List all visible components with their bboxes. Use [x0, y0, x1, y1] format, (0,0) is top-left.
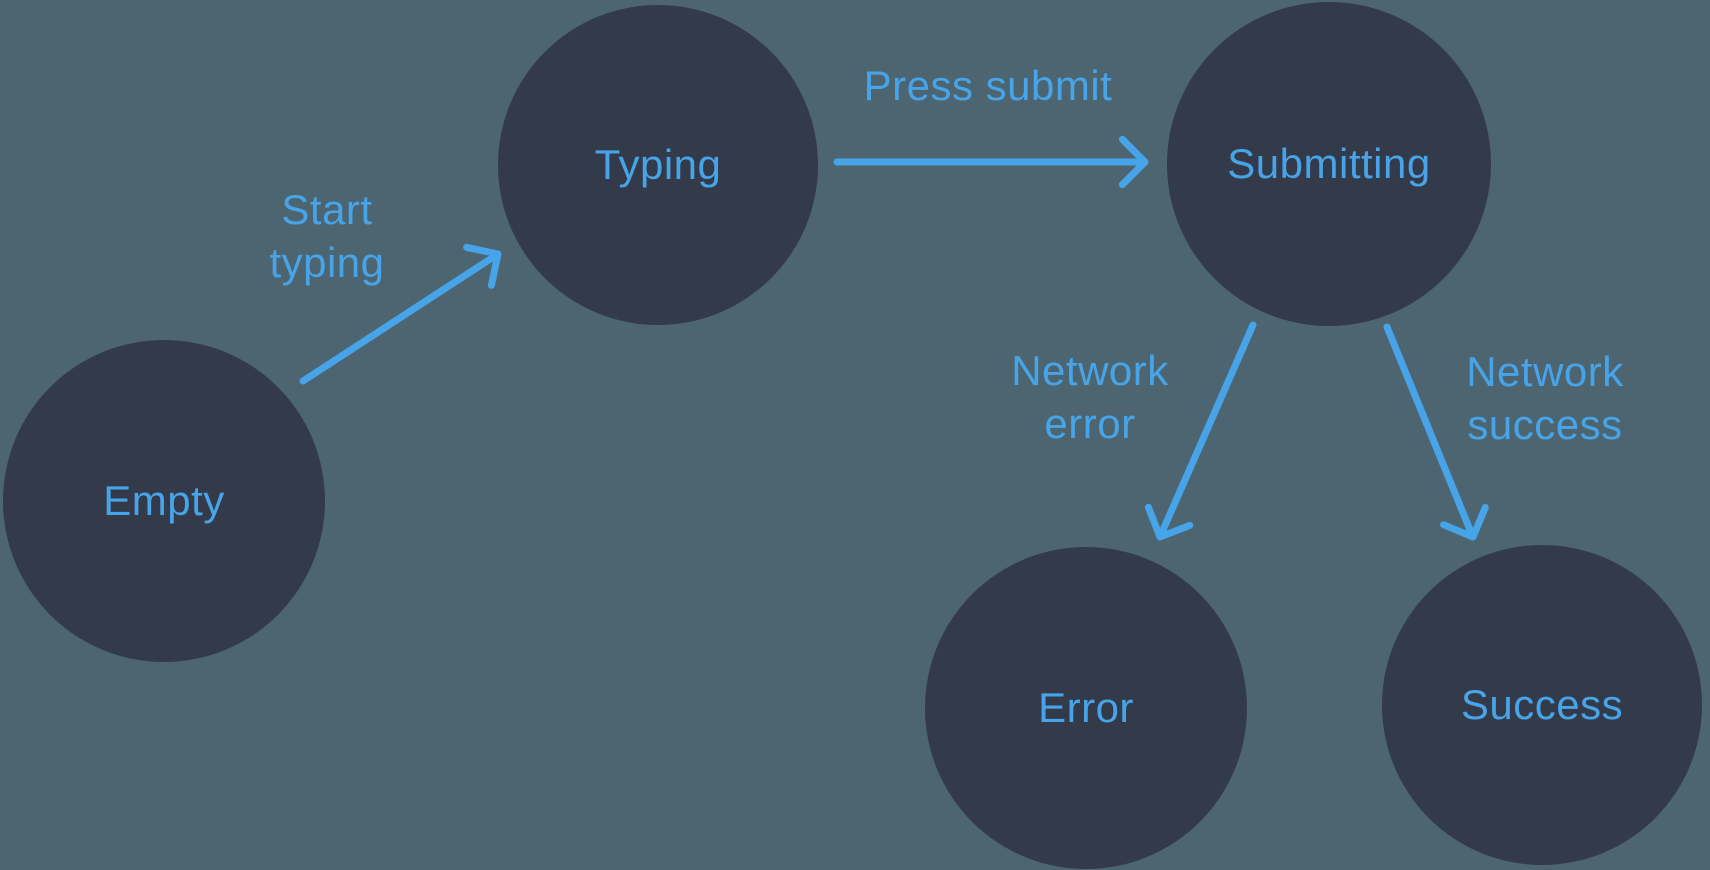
edge-label-line: Network [1466, 348, 1624, 395]
node-error: Error [925, 547, 1247, 869]
edge-label-line: success [1467, 401, 1623, 448]
edge-label-start-typing: Start typing [217, 183, 437, 289]
edge-label-line: Start [281, 186, 373, 233]
edge-arrowhead [463, 243, 502, 289]
node-success: Success [1382, 545, 1702, 865]
edge-label-line: typing [269, 239, 385, 286]
edge-arrowhead [1144, 503, 1194, 541]
edge-shaft [299, 252, 499, 385]
node-submitting-label: Submitting [1227, 140, 1431, 187]
edge-label-line: error [1044, 400, 1136, 447]
edge-shaft [1383, 323, 1475, 537]
edge-label-line: Press submit [863, 62, 1113, 109]
edge-arrow-start-typing [299, 243, 502, 385]
edge-arrow-press-submit [833, 135, 1149, 189]
edge-label-network-error: Network error [980, 344, 1200, 450]
edge-label-network-success: Network success [1435, 345, 1655, 451]
node-empty-label: Empty [103, 477, 225, 524]
edge-arrow-network-error [1144, 321, 1257, 541]
node-typing-label: Typing [594, 141, 722, 188]
node-submitting: Submitting [1167, 2, 1491, 326]
edge-arrow-network-success [1383, 323, 1489, 541]
node-error-label: Error [1038, 684, 1134, 731]
edge-label-press-submit: Press submit [838, 59, 1138, 112]
edge-label-line: Network [1011, 347, 1169, 394]
edge-arrowhead [1440, 504, 1489, 541]
node-typing: Typing [498, 5, 818, 325]
node-success-label: Success [1460, 681, 1624, 728]
edge-shaft [1158, 321, 1257, 537]
edge-arrowhead [1118, 135, 1149, 189]
node-empty: Empty [3, 340, 325, 662]
